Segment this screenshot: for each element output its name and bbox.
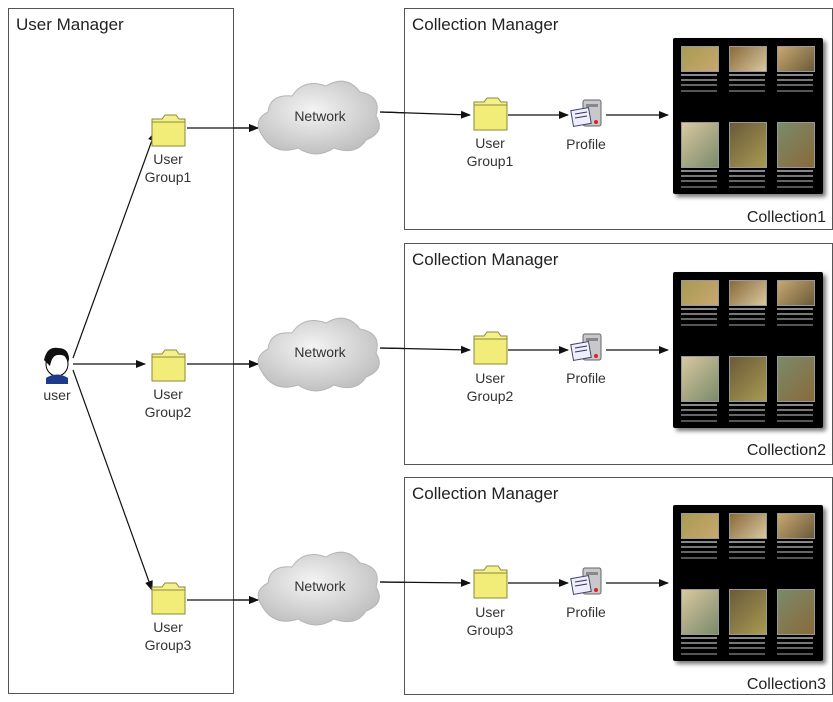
thumbnail-caption-lines	[729, 170, 765, 172]
collection-item-thumbnail	[727, 511, 767, 569]
thumbnail-caption-lines	[777, 637, 813, 639]
thumbnail-image	[681, 513, 719, 539]
network-label-1: Network	[294, 108, 346, 124]
collection-item-thumbnail	[775, 278, 815, 336]
collection-manager-title-1: Collection Manager	[412, 15, 559, 34]
user-manager-panel: User Manager	[8, 8, 234, 694]
cloud-icon-3	[257, 551, 380, 626]
thumbnail-caption-lines	[729, 404, 765, 406]
collection-label-2: Collection2	[746, 442, 826, 459]
thumbnail-caption-lines	[681, 170, 717, 172]
thumbnail-caption-lines	[681, 308, 717, 310]
collection-item-thumbnail	[727, 44, 767, 102]
collection-item-thumbnail	[679, 278, 719, 336]
thumbnail-image	[729, 280, 767, 306]
folder-icon-group1	[151, 114, 186, 147]
thumbnail-image	[681, 356, 719, 402]
profile-label-1: Profile	[566, 136, 606, 152]
thumbnail-image	[681, 589, 719, 635]
collection-thumbnails-3	[673, 505, 823, 661]
collection-item-thumbnail	[775, 44, 815, 102]
folder-icon-group2	[151, 349, 186, 382]
thumbnail-image	[777, 46, 815, 72]
thumbnail-caption-lines	[729, 541, 765, 543]
collection-item-thumbnail	[679, 511, 719, 569]
thumbnail-caption-lines	[729, 637, 765, 639]
thumbnail-image	[729, 513, 767, 539]
collection-label-1: Collection1	[746, 209, 826, 226]
network-label-2: Network	[294, 344, 346, 360]
collection-item-thumbnail	[679, 587, 719, 645]
thumbnail-caption-lines	[681, 637, 717, 639]
thumbnail-caption-lines	[777, 404, 813, 406]
profile-icon-2	[570, 333, 602, 362]
collection-thumbnails-1	[673, 38, 823, 194]
thumbnail-image	[777, 122, 815, 168]
thumbnail-image	[681, 46, 719, 72]
thumbnail-caption-lines	[681, 74, 717, 76]
thumbnail-image	[681, 280, 719, 306]
thumbnail-image	[729, 356, 767, 402]
thumbnail-caption-lines	[681, 404, 717, 406]
collection-manager-title-2: Collection Manager	[412, 250, 559, 269]
thumbnail-caption-lines	[729, 308, 765, 310]
thumbnail-caption-lines	[729, 74, 765, 76]
user-label: user	[43, 387, 71, 403]
thumbnail-caption-lines	[777, 308, 813, 310]
thumbnail-image	[729, 122, 767, 168]
thumbnail-image	[777, 589, 815, 635]
collection-item-thumbnail	[679, 44, 719, 102]
collection-label-3: Collection3	[746, 676, 826, 693]
folder-icon-cgroup1	[473, 97, 508, 131]
thumbnail-caption-lines	[681, 541, 717, 543]
collection-item-thumbnail	[775, 354, 815, 412]
collection-item-thumbnail	[775, 511, 815, 569]
folder-icon-cgroup3	[473, 565, 508, 599]
collection-item-thumbnail	[727, 354, 767, 412]
thumbnail-image	[729, 46, 767, 72]
profile-icon-3	[570, 567, 602, 596]
profile-label-2: Profile	[566, 370, 606, 386]
thumbnail-image	[777, 280, 815, 306]
profile-label-3: Profile	[566, 604, 606, 620]
folder-icon-group3	[151, 582, 186, 615]
collection-item-thumbnail	[775, 120, 815, 178]
collection-manager-title-3: Collection Manager	[412, 484, 559, 503]
thumbnail-caption-lines	[777, 541, 813, 543]
thumbnail-caption-lines	[777, 74, 813, 76]
thumbnail-image	[777, 356, 815, 402]
thumbnail-caption-lines	[777, 170, 813, 172]
profile-icon-1	[570, 99, 602, 128]
network-label-3: Network	[294, 578, 346, 594]
thumbnail-image	[777, 513, 815, 539]
user-manager-title: User Manager	[16, 15, 124, 34]
collection-item-thumbnail	[679, 120, 719, 178]
collection-item-thumbnail	[727, 278, 767, 336]
cloud-icon-1	[257, 80, 380, 155]
collection-item-thumbnail	[727, 587, 767, 645]
cloud-icon-2	[257, 317, 380, 392]
collection-item-thumbnail	[775, 587, 815, 645]
collection-thumbnails-2	[673, 272, 823, 428]
thumbnail-image	[729, 589, 767, 635]
folder-icon-cgroup2	[473, 331, 508, 365]
collection-item-thumbnail	[727, 120, 767, 178]
thumbnail-image	[681, 122, 719, 168]
collection-item-thumbnail	[679, 354, 719, 412]
